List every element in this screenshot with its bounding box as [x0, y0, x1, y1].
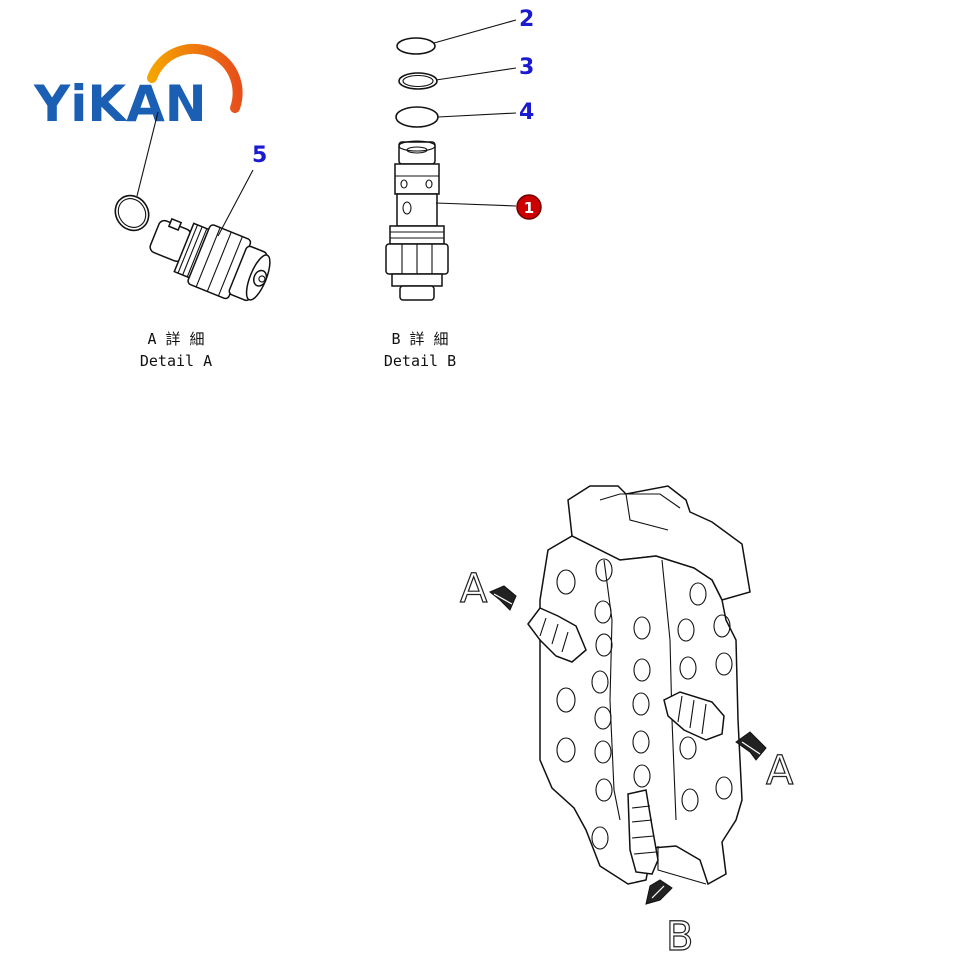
- control-valve-block: [527, 485, 751, 886]
- valve-cartridge-part-1: [385, 140, 449, 301]
- detail-a-assembly: [114, 111, 271, 302]
- arrow-a-right-icon: [735, 731, 767, 761]
- mounted-valve-a-left: [527, 607, 587, 663]
- view-marker-a-left: A: [460, 566, 488, 612]
- callout-1: 1: [524, 199, 534, 217]
- arrow-b-bottom-icon: [645, 879, 673, 905]
- o-ring-2: [396, 37, 436, 55]
- leader-1: [435, 202, 517, 207]
- callout-5: 5: [252, 143, 267, 168]
- detail-b-caption-jp: B 詳 細: [391, 330, 448, 348]
- arrow-a-left-icon: [489, 585, 517, 611]
- leader-5: [217, 169, 254, 237]
- detail-b-caption: Detail B: [384, 352, 456, 370]
- leader-3: [435, 67, 517, 81]
- detail-a-caption: Detail A: [140, 352, 212, 370]
- port-holes: [556, 558, 733, 850]
- callout-4: 4: [519, 100, 534, 125]
- backup-ring-3: [398, 72, 438, 90]
- leader-oring-a: [136, 111, 159, 197]
- detail-b-assembly: [385, 19, 517, 301]
- mounted-valve-b-bottom: [627, 789, 659, 875]
- view-marker-a-right: A: [766, 748, 794, 794]
- mounted-valve-a-right: [663, 691, 725, 741]
- callout-1-badge: 1: [516, 194, 542, 220]
- leader-2: [433, 19, 517, 44]
- callout-3: 3: [519, 55, 534, 80]
- o-ring-a: [114, 194, 150, 232]
- logo-arc-icon: [147, 43, 243, 113]
- o-ring-4: [395, 106, 439, 128]
- brand-logo: YiKAN: [33, 43, 243, 133]
- relief-valve-part-5: [149, 217, 271, 302]
- leader-4: [437, 112, 517, 118]
- callout-2: 2: [519, 7, 534, 32]
- logo-text: YiKAN: [33, 75, 207, 133]
- detail-a-caption-jp: A 詳 細: [147, 330, 204, 348]
- view-marker-b-bottom: B: [666, 914, 693, 960]
